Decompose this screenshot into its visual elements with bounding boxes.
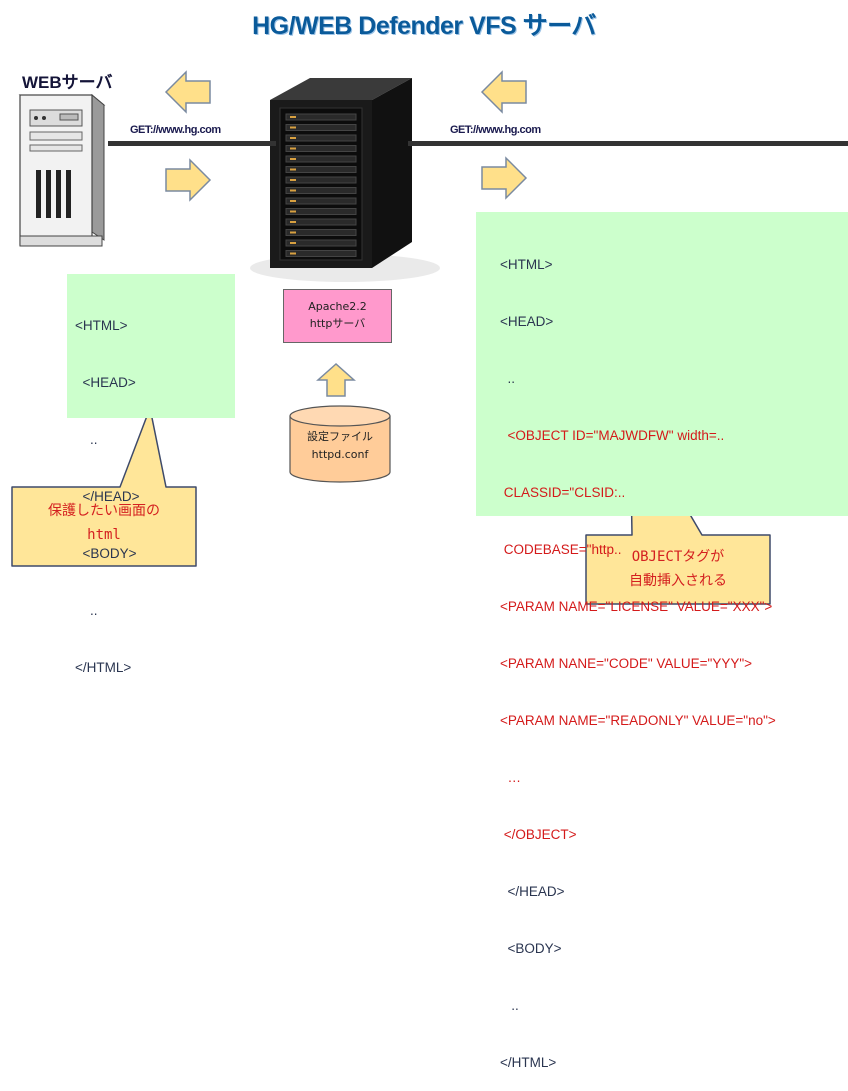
inserted-code-line: CLASSID="CLSID:.. <box>500 485 626 500</box>
rack-slot <box>285 218 357 226</box>
config-file-name: httpd.conf <box>311 448 369 461</box>
rack-led <box>290 231 296 234</box>
inserted-code-line: … <box>500 770 522 785</box>
config-file-title: 設定ファイル <box>307 430 373 443</box>
code-line: .. <box>75 432 98 447</box>
arrow-left-icon <box>480 70 527 114</box>
rack-slot <box>285 250 357 257</box>
arrow-up-icon <box>316 362 356 397</box>
code-line: <HTML> <box>500 257 553 272</box>
code-line: </HTML> <box>500 1055 557 1070</box>
connection-line-right <box>408 141 848 146</box>
web-server-label: WEBサーバ <box>22 73 113 92</box>
inserted-code-line: </OBJECT> <box>500 827 577 842</box>
diagram-graphics <box>11 70 771 605</box>
inserted-code-line: <OBJECT ID="MAJWDFW" width=.. <box>500 428 725 443</box>
rack-led <box>290 221 296 223</box>
callout-left-line1: 保護したい画面の <box>48 503 160 519</box>
inserted-code-line: <PARAM NANE="CODE" VALUE="YYY"> <box>500 656 753 671</box>
arrow-right-icon <box>481 156 528 200</box>
request-label-left: GET://www.hg.com <box>130 124 221 136</box>
request-label-right: GET://www.hg.com <box>450 124 541 136</box>
callout-right-text: OBJECTタグが 自動挿入される <box>586 540 770 600</box>
rack-led <box>290 168 296 171</box>
rack-led <box>290 189 296 192</box>
inserted-code-line: <PARAM NAME="READONLY" VALUE="no"> <box>500 713 776 728</box>
apache-label: Apache2.2 <box>308 300 367 313</box>
code-line: <HEAD> <box>500 314 554 329</box>
rack-slot <box>285 208 357 215</box>
diagram-title: HG/WEB Defender VFS サーバ <box>252 12 596 40</box>
code-line: <HEAD> <box>75 375 136 390</box>
protected-html-box: <HTML> <HEAD> .. <OBJECT ID="MAJWDFW" wi… <box>476 212 848 1070</box>
rack-led <box>290 126 296 129</box>
rack-led <box>290 200 296 202</box>
callout-left-text: 保護したい画面の html <box>12 496 196 556</box>
rack-slot <box>285 166 357 173</box>
code-line: <BODY> <box>500 941 562 956</box>
code-line: </HTML> <box>75 660 132 675</box>
rack-slot <box>285 113 357 121</box>
callout-right-line1: OBJECTタグが <box>631 549 725 565</box>
code-line: <BODY> <box>75 546 137 561</box>
rack-led <box>290 116 296 118</box>
rack-slot <box>285 229 357 236</box>
apache-http-server-box: Apache2.2 httpサーバ <box>283 289 392 343</box>
inserted-code-line: CODEBASE="http.. <box>500 542 622 557</box>
code-line: </HEAD> <box>75 489 140 504</box>
rack-led <box>290 158 296 160</box>
rack-led <box>290 179 296 181</box>
defender-server-rack-icon <box>250 78 440 282</box>
connection-line-left <box>108 141 276 146</box>
code-line: .. <box>500 998 519 1013</box>
rack-slot <box>285 155 357 163</box>
rack-slot <box>285 239 357 247</box>
callout-right-line2: 自動挿入される <box>629 573 727 589</box>
code-line: .. <box>500 371 516 386</box>
inserted-code-line: <PARAM NAME="LICENSE" VALUE="XXX"> <box>500 599 773 614</box>
rack-slot <box>285 145 357 152</box>
rack-led <box>290 210 296 213</box>
rack-slot <box>285 197 357 205</box>
rack-led <box>290 137 296 139</box>
rack-led <box>290 252 296 255</box>
callout-left-line2: html <box>87 527 121 543</box>
arrow-left-icon <box>164 70 211 114</box>
config-file-cylinder-icon <box>289 405 391 483</box>
web-server-icon <box>18 93 106 247</box>
rack-slot <box>285 187 357 194</box>
code-line: .. <box>75 603 98 618</box>
original-html-box: <HTML> <HEAD> .. </HEAD> <BODY> .. </HTM… <box>67 274 235 675</box>
code-line: <HTML> <box>75 318 128 333</box>
rack-slot <box>285 134 357 142</box>
config-file-label: 設定ファイル httpd.conf <box>290 428 390 464</box>
callout-left-bubble <box>11 407 197 567</box>
code-line: </HEAD> <box>500 884 565 899</box>
rack-slot <box>285 176 357 184</box>
rack-led <box>290 147 296 150</box>
http-server-label: httpサーバ <box>309 317 366 330</box>
arrow-right-icon <box>165 158 212 202</box>
rack-slot <box>285 124 357 131</box>
rack-led <box>290 242 296 244</box>
